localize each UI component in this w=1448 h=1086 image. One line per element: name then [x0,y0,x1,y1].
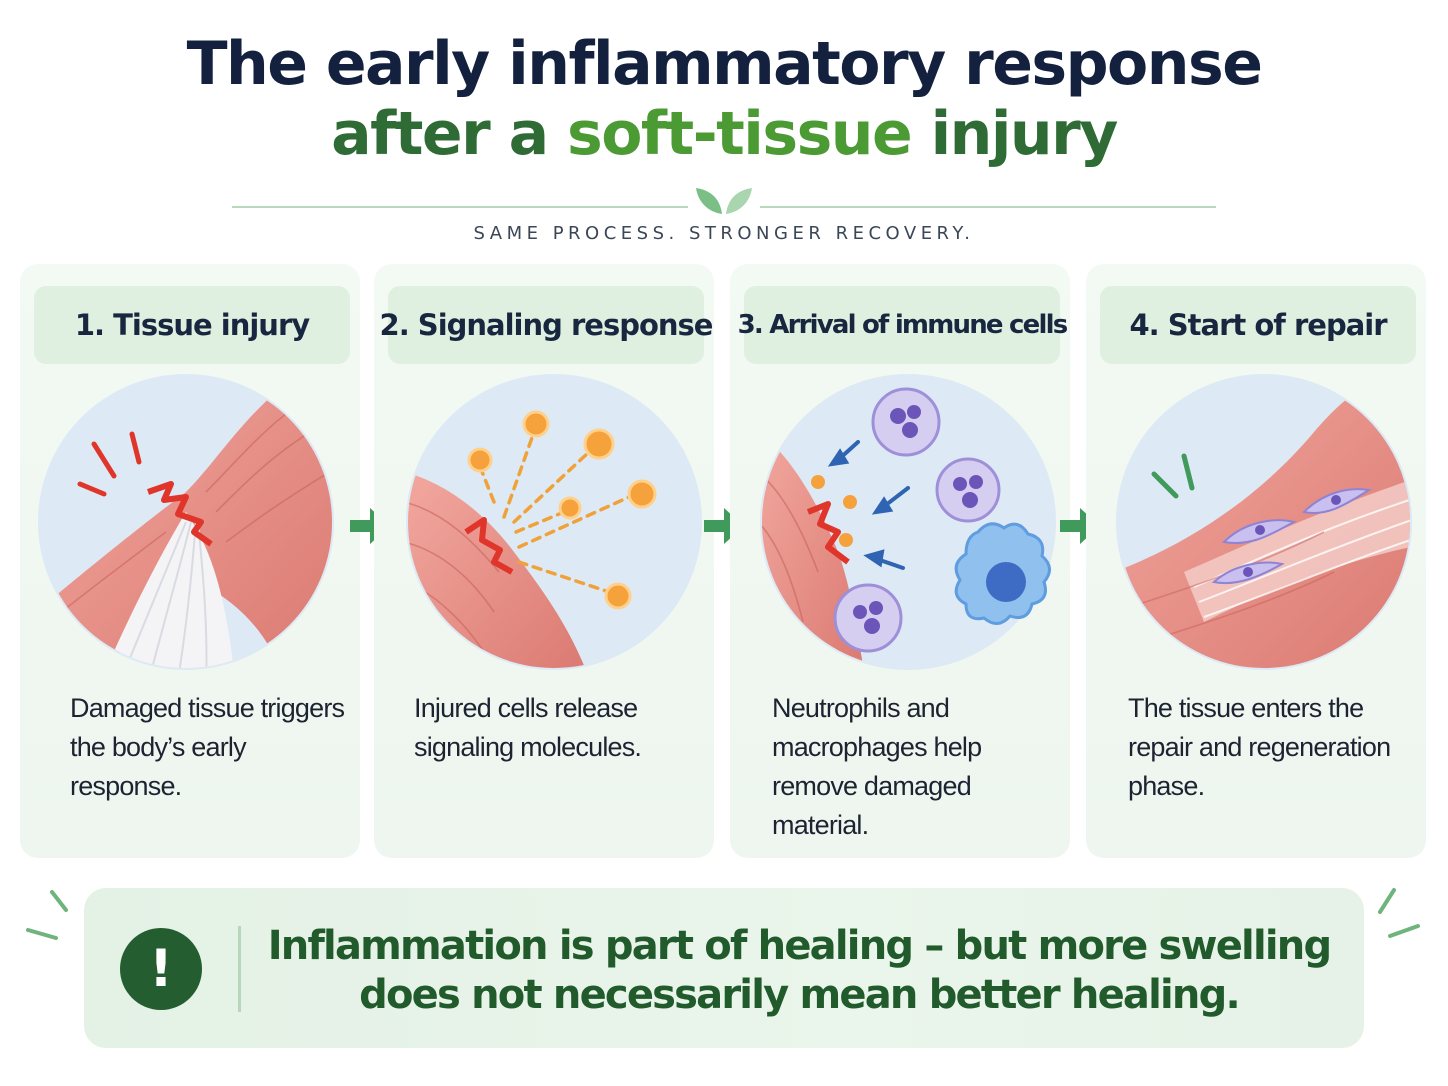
sparkle-icon [1378,888,1420,938]
callout-box: ! Inflammation is part of healing – but … [84,888,1364,1048]
callout-separator [238,926,241,1012]
title-line-2: after a soft-tissue injury [0,104,1448,164]
step-card-4: 4. Start of repair [1086,264,1426,858]
step-card-2: 2. Signaling response [374,264,714,858]
tissue-repair-illustration [1114,372,1414,672]
step-card-3: 3. Arrival of immune cells [730,264,1070,858]
step-4-description: The tissue enters the repair and regener… [1128,693,1391,801]
title-line-2-start: after a [331,99,567,169]
step-3-description: Neutrophils and macrophages help remove … [772,693,982,840]
tagline: SAME PROCESS. STRONGER RECOVERY. [473,223,975,244]
title-divider-left [232,206,688,208]
exclamation-icon: ! [120,928,202,1010]
step-3-label: 3. Arrival of immune cells [738,286,1068,364]
step-1-description: Damaged tissue triggers the body’s early… [70,693,345,801]
step-card-1: 1. Tissue injury [20,264,360,858]
step-2-description: Injured cells release signaling molecule… [414,693,642,762]
title-highlight: soft-tissue [566,99,913,169]
step-2-label: 2. Signaling response [380,286,713,364]
signaling-illustration [404,372,704,672]
immune-cells-illustration [758,372,1058,672]
callout-message: Inflammation is part of healing – but mo… [267,923,1332,1018]
title-line-2-end: injury [911,99,1119,169]
step-1-label: 1. Tissue injury [34,286,350,364]
title-line-1: The early inflammatory response [186,29,1263,99]
sparkle-icon [26,890,68,940]
leaf-icon [696,188,752,214]
tissue-injury-illustration [36,372,336,672]
page-title: The early inflammatory response after a … [0,34,1448,164]
step-4-label: 4. Start of repair [1100,286,1416,364]
title-divider-right [760,206,1216,208]
